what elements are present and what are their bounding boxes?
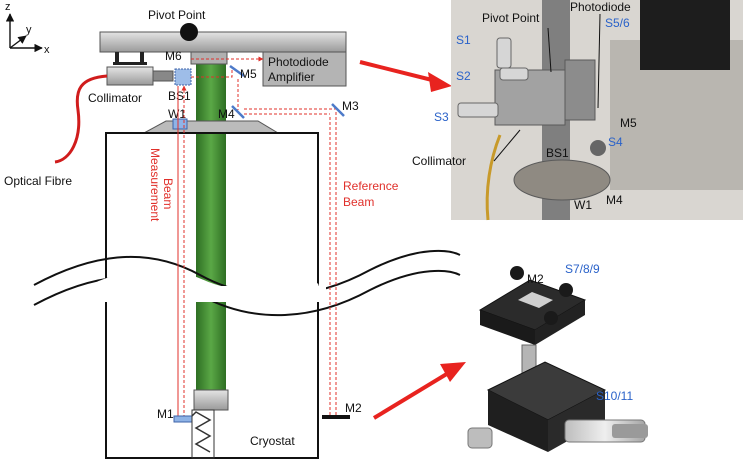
rod-collar-top [190,51,228,65]
photo-bottom-knob [510,266,524,280]
photo-top-w1-label: W1 [574,198,592,212]
beam-to-m5 [191,70,233,78]
reference-beam-label-2: Beam [343,195,374,209]
photo-top-collimator-pointer [493,129,521,162]
collimator-label: Collimator [88,91,142,105]
reference-beam-label-1: Reference [343,179,399,193]
collimator-nose [152,70,174,82]
m3-label: M3 [342,99,359,113]
photo-top-pivot-label: Pivot Point [482,11,540,25]
photodiode-amplifier-box [262,51,347,87]
photo-top-photodiode-label: Photodiode [570,0,631,14]
photo-top: Pivot Point Photodiode S1 S2 S3 S4 S5/6 … [412,0,743,221]
photo-top-pivot-pointer [547,27,552,73]
collimator-body [106,66,154,86]
arrow-head-top [428,72,452,92]
top-plate [99,31,347,53]
plate-leg [140,52,144,64]
photo-bottom-xy-stage-side [488,390,548,452]
schematic: Pivot Point Photodiode Amplifier Collima… [4,8,461,459]
photo-top-screw-s4 [590,140,606,156]
photo-bottom-m2-mirror [518,292,553,308]
axis-z-label: z [5,1,11,13]
m2-label: M2 [345,401,362,415]
axes-indicator: z y x [5,1,50,56]
plate-leg [115,52,119,64]
m4-mirror [231,105,245,119]
m1-label: M1 [157,407,174,421]
w1-window [172,118,188,130]
w1-label: W1 [168,107,186,121]
bs1-label: BS1 [168,89,191,103]
photo-bottom-screw [467,427,493,449]
m1-mount [191,409,215,459]
m1-spring [191,411,212,453]
photo-top-bs1-label: BS1 [546,146,569,160]
photo-top-screw-s1 [496,37,512,69]
photo-top-s1-label: S1 [456,33,471,47]
cryostat-label: Cryostat [250,434,295,448]
photo-top-collimator-label: Collimator [412,154,466,168]
photo-bottom-top-stage-side2 [535,300,585,345]
bs1-cube [174,68,192,86]
photo-top-s2-label: S2 [456,69,471,83]
axis-x-label: x [44,44,50,56]
photo-top-s56-label: S5/6 [605,16,630,30]
cryostat-outline [105,132,319,459]
photo-bottom-s789-label: S7/8/9 [565,262,600,276]
green-rod [196,52,226,392]
rod-collar-bottom [193,389,229,411]
photodiode-amplifier-label-1: Photodiode [268,55,329,69]
m6-label: M6 [165,49,182,63]
optical-fibre-label: Optical Fibre [4,174,72,188]
callout-arrows [359,60,466,420]
photo-bottom-s1011-label: S10/11 [596,389,633,403]
m5-label: M5 [240,67,257,81]
photo-top-knobs [640,0,730,70]
measurement-beam-label-2: Beam [161,178,175,209]
m4-label: M4 [218,107,235,121]
photo-bottom-knob [559,283,573,297]
break-gap-mask-curve [97,269,323,305]
m3-mirror [331,103,345,117]
photo-top-fibre [485,134,502,221]
photo-top-m4-label: M4 [606,193,623,207]
photo-bottom-micrometer-drum [612,424,648,438]
arrow-to-bottom-photo [372,370,452,420]
arrow-to-top-photo [359,60,441,84]
m1-mirror [173,415,193,423]
arrow-head-bottom [440,362,466,382]
photo-top-s3-label: S3 [434,110,449,124]
photo-top-base [513,159,611,201]
photo-top-s4-label: S4 [608,135,623,149]
photo-top-m5-label: M5 [620,116,637,130]
optical-fibre-cable [54,74,108,164]
cryostat-flange [143,120,280,134]
photo-top-bracket [564,59,596,121]
photo-bottom-m2-label: M2 [527,272,544,286]
measurement-beam-label-1: Measurement [148,148,162,222]
photo-bottom-knob [544,311,558,325]
photo-top-photodiode-pointer [597,13,601,109]
pivot-point-marker [180,23,198,41]
photo-bottom-top-stage-side [480,310,535,345]
pivot-point-label: Pivot Point [148,8,206,22]
photo-top-screw-s2 [499,67,529,81]
m2-mirror [322,415,350,419]
photodiode-amplifier-label-2: Amplifier [268,70,315,84]
photo-top-screw-s3 [457,102,499,118]
photo-bottom: M2 S7/8/9 S10/11 [467,262,648,452]
m5-mirror [229,64,245,78]
plate-leg-foot [113,62,147,65]
axis-y-label: y [26,24,32,36]
